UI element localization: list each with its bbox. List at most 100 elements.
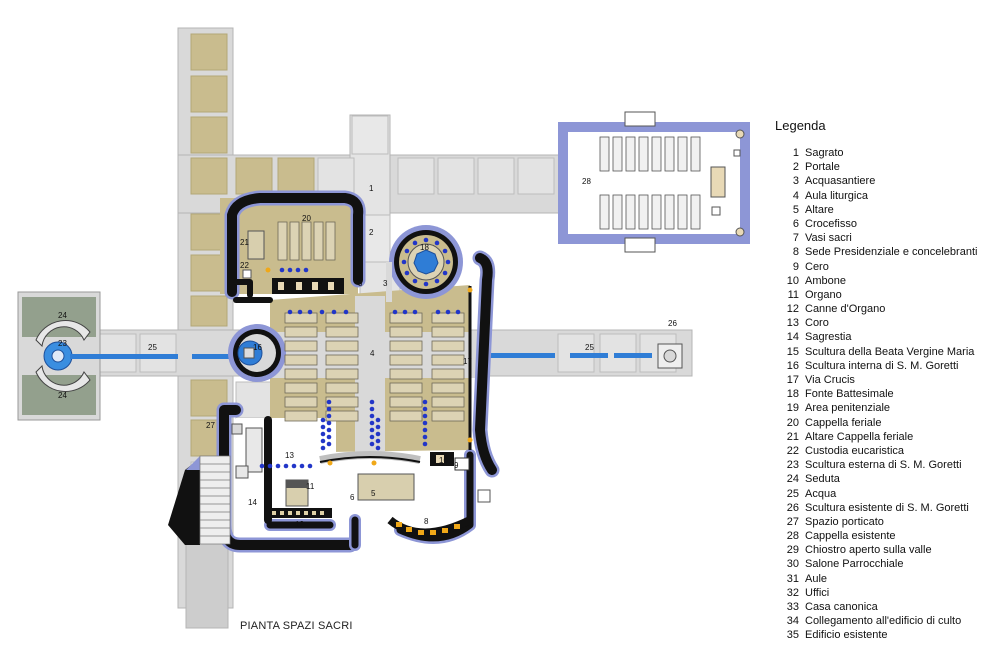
chair (375, 438, 381, 444)
chair (259, 463, 265, 469)
chair (326, 406, 332, 412)
sculpture-26 (657, 343, 683, 369)
legend-item-number: 11 (787, 288, 799, 301)
chair (422, 406, 428, 412)
orange-chairs (265, 267, 473, 466)
chair (326, 399, 332, 405)
chair (369, 441, 375, 447)
legend-item-label: Collegamento all'edificio di culto (805, 615, 962, 628)
legend-item: 28 Cappella esistente (775, 529, 997, 543)
legend-item-number: 16 (786, 359, 799, 372)
angled-wall (168, 458, 200, 545)
aula-pews (284, 312, 465, 422)
legend-item-label: Portale (805, 161, 840, 174)
legend-item-number: 14 (786, 331, 799, 344)
label-10: 10 (439, 456, 448, 465)
label-25: 25 (148, 343, 157, 352)
label-2: 2 (369, 228, 374, 237)
chair (369, 413, 375, 419)
legend-item-number: 28 (786, 530, 799, 543)
legend-item-label: Cappella esistente (805, 530, 896, 543)
chair (369, 434, 375, 440)
chair (435, 309, 441, 315)
legend-item-number: 1 (792, 147, 799, 159)
paving-tile (351, 115, 389, 155)
label-12: 12 (295, 520, 304, 529)
chair (299, 463, 305, 469)
label-8: 8 (424, 517, 429, 526)
legend-item-label: Sede Presidenziale e concelebranti (805, 246, 978, 259)
blue-chairs (259, 237, 461, 469)
legend-item-number: 13 (786, 317, 799, 330)
label-17: 17 (463, 357, 472, 366)
chapel-altar (710, 166, 726, 198)
chair (320, 438, 326, 444)
legend-item-label: Scultura della Beata Vergine Maria (805, 345, 975, 358)
chair (434, 240, 440, 246)
chair (297, 309, 303, 315)
chair (267, 463, 273, 469)
water-channels (70, 353, 652, 359)
weekday-altar (247, 230, 265, 260)
chair (307, 309, 313, 315)
plan-labels: 1 2 3 3 4 5 6 8 9 10 11 12 13 14 16 17 1… (58, 177, 677, 529)
legend-item-label: Altare (805, 203, 834, 216)
legend-item-label: Cappella feriale (805, 416, 882, 429)
plan-caption: PIANTA SPAZI SACRI (240, 620, 353, 632)
chair (287, 309, 293, 315)
legend-item-number: 6 (792, 217, 799, 230)
label-24: 24 (58, 391, 67, 400)
floor-plan: 1 2 3 3 4 5 6 8 9 10 11 12 13 14 16 17 1… (17, 27, 750, 629)
chair (320, 431, 326, 437)
legend-item-label: Area penitenziale (805, 402, 891, 415)
chair (422, 427, 428, 433)
chair (331, 309, 337, 315)
legend-item-label: Chiostro aperto sulla valle (805, 544, 932, 557)
chair (412, 240, 418, 246)
label-24: 24 (58, 311, 67, 320)
legend-item-label: Scultura interna di S. M. Goretti (805, 359, 959, 372)
chair (319, 309, 325, 315)
chair (343, 309, 349, 315)
label-20: 20 (302, 214, 311, 223)
label-3: 3 (383, 279, 388, 288)
legend-item-label: Salone Parrocchiale (805, 558, 904, 571)
label-13: 13 (285, 451, 294, 460)
seat-arc (35, 320, 91, 348)
legend-item-number: 17 (786, 374, 799, 386)
legend-item-label: Aula liturgica (805, 189, 868, 202)
legend-item-label: Sagrato (805, 147, 844, 159)
chair (326, 413, 332, 419)
chair (422, 420, 428, 426)
sacristy-cabinet (245, 427, 263, 473)
chair (279, 267, 285, 273)
legend-item: 16 Scultura interna di S. M. Goretti (775, 359, 997, 373)
tabernacle (242, 269, 252, 279)
legend-item-number: 35 (786, 629, 799, 642)
chair (404, 270, 410, 276)
chair (320, 424, 326, 430)
legend-item-number: 7 (792, 232, 799, 245)
label-28: 28 (582, 177, 591, 186)
legend-item: 20 Cappella feriale (775, 416, 997, 430)
legend-item-number: 20 (786, 416, 799, 429)
chair (404, 248, 410, 254)
chair (392, 309, 398, 315)
sculpture-16-room (228, 324, 286, 382)
